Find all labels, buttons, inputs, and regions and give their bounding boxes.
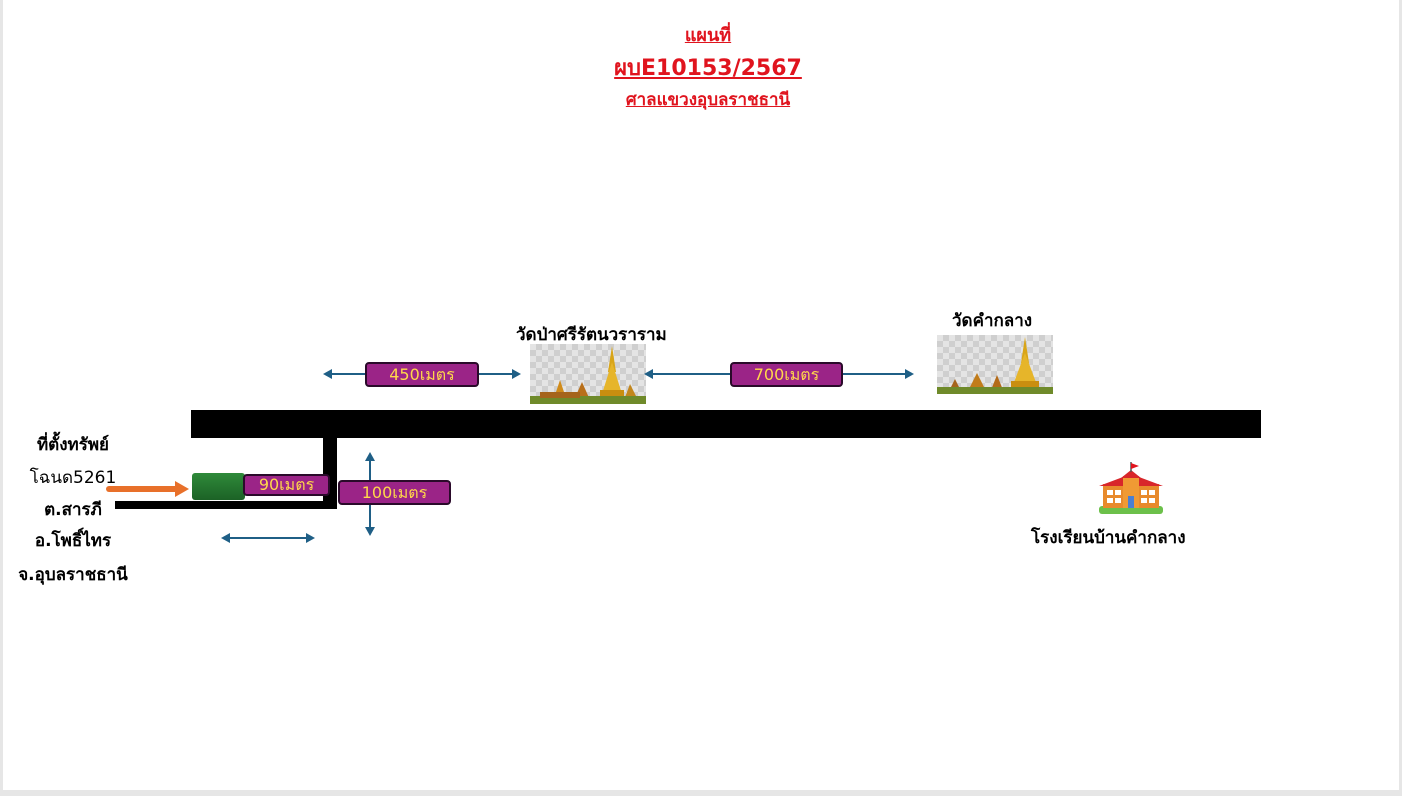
map-canvas: แผนที่ ผบE10153/2567 ศาลแขวงอุบลราชธานี … <box>3 0 1399 790</box>
school-label: โรงเรียนบ้านคำกลาง <box>1031 528 1186 548</box>
property-label-province: จ.อุบลราชธานี <box>18 565 128 585</box>
side-road-vertical <box>323 436 337 508</box>
map-title: แผนที่ <box>684 25 732 46</box>
court-name: ศาลแขวงอุบลราชธานี <box>625 90 791 110</box>
property-label-title: ที่ตั้งทรัพย์ <box>36 435 110 455</box>
property-label-subdistrict: ต.สารภี <box>44 500 102 520</box>
temple-2-label: วัดคำกลาง <box>952 311 1033 331</box>
distance-arrow-90 <box>221 533 315 543</box>
temple-1-label: วัดป่าศรีรัตนวราราม <box>516 325 667 345</box>
property-marker <box>192 473 245 500</box>
temple-icon <box>530 344 646 404</box>
side-road-horizontal <box>115 501 337 509</box>
property-label-deed: โฉนด5261 <box>29 468 117 488</box>
temple-icon <box>937 335 1053 394</box>
distance-label-100: 100เมตร <box>338 480 451 505</box>
school-icon <box>1099 462 1163 514</box>
pointer-arrow-icon <box>106 481 189 497</box>
main-road <box>191 410 1261 438</box>
property-label-district: อ.โพธิ์ไทร <box>34 531 112 551</box>
distance-label-90: 90เมตร <box>243 474 330 496</box>
case-number: ผบE10153/2567 <box>614 56 802 81</box>
distance-label-450: 450เมตร <box>365 362 479 387</box>
distance-label-700: 700เมตร <box>730 362 843 387</box>
